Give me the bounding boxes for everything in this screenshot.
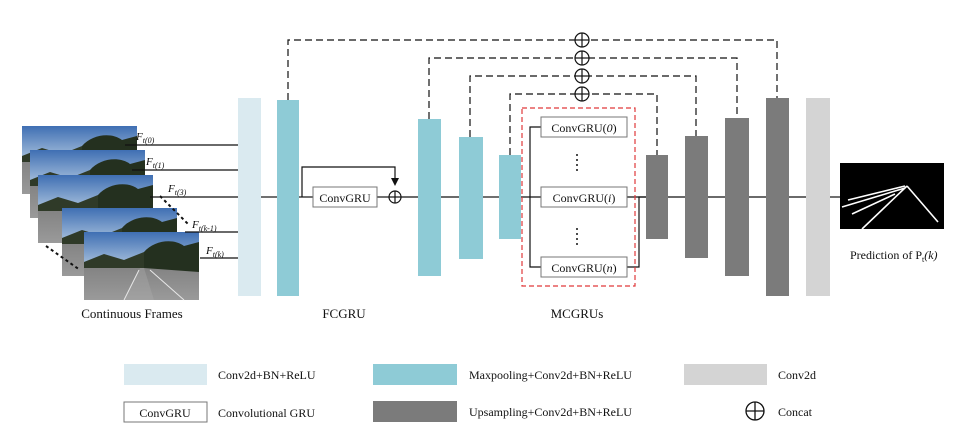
conv-bn-relu-block	[238, 98, 261, 296]
skip-concat-icon-2	[574, 50, 590, 66]
frame-labels: Ft(0) Ft(1) Ft(3) Ft(k-1) Ft(k)	[135, 131, 224, 259]
frame-input-lines	[125, 144, 238, 259]
legend-label-conv2d: Conv2d	[778, 368, 816, 382]
legend-swatch-conv2d	[684, 364, 767, 385]
skip-concat-icon-3	[574, 68, 590, 84]
mcgrus-label: MCGRUs	[551, 306, 604, 321]
legend-label-conv-bn-relu: Conv2d+BN+ReLU	[218, 368, 316, 382]
maxpool-block-4	[499, 155, 521, 239]
legend: Conv2d+BN+ReLU Maxpooling+Conv2d+BN+ReLU…	[123, 364, 816, 423]
mcgru-label-i: ConvGRU(i)	[553, 191, 616, 205]
prediction-image	[840, 163, 944, 230]
fc-merge-arrow	[391, 178, 399, 186]
legend-label-maxpool: Maxpooling+Conv2d+BN+ReLU	[469, 368, 632, 382]
legend-label-upsampling: Upsampling+Conv2d+BN+ReLU	[469, 405, 632, 419]
upsampling-block-2	[685, 136, 708, 258]
fcgru-label: FCGRU	[322, 306, 366, 321]
continuous-frames-label: Continuous Frames	[81, 306, 182, 321]
continuous-frames-stack	[21, 125, 200, 301]
legend-concat-icon	[745, 401, 765, 421]
fc-concat-icon	[388, 190, 402, 204]
maxpool-block-1	[277, 100, 299, 296]
skip-concat-icons	[574, 32, 590, 102]
legend-label-convgru: Convolutional GRU	[218, 406, 315, 420]
mcgru-label-n: ConvGRU(n)	[551, 261, 616, 275]
frames-ellipsis-left	[45, 245, 81, 271]
mcgru-label-0: ConvGRU(0)	[551, 121, 616, 135]
mcgru-region	[521, 107, 636, 287]
mcgru-box-i	[540, 186, 628, 208]
frame-label-0: Ft(0)	[135, 131, 155, 145]
fc-convgru-label: ConvGRU	[319, 191, 371, 205]
frame-image-4	[83, 231, 200, 301]
frame-label-3: Ft(k-1)	[191, 219, 217, 233]
upsampling-block-3	[725, 118, 749, 276]
frame-label-2: Ft(3)	[167, 183, 187, 197]
upsampling-block-1	[646, 155, 668, 239]
mcgru-box-0	[540, 116, 628, 138]
legend-convgru-box-label: ConvGRU	[139, 406, 191, 420]
frames-ellipsis-right	[159, 195, 189, 225]
fc-convgru-box	[312, 186, 378, 208]
maxpool-block-3	[459, 137, 483, 259]
legend-swatch-upsampling	[373, 401, 457, 422]
legend-label-concat: Concat	[778, 405, 813, 419]
legend-swatch-conv-bn-relu	[124, 364, 207, 385]
mcgru-box-n	[540, 256, 628, 278]
skip-concat-icon-4	[574, 86, 590, 102]
main-flow-lines	[261, 126, 840, 268]
frame-label-4: Ft(k)	[205, 245, 224, 259]
maxpool-block-2	[418, 119, 441, 276]
frame-label-1: Ft(1)	[145, 156, 165, 170]
legend-swatch-maxpool	[373, 364, 457, 385]
conv2d-block	[806, 98, 830, 296]
skip-concat-icon-1	[574, 32, 590, 48]
prediction-label: Prediction of Pt(k)	[850, 248, 938, 264]
upsampling-block-4	[766, 98, 789, 296]
legend-convgru-box	[123, 401, 208, 423]
